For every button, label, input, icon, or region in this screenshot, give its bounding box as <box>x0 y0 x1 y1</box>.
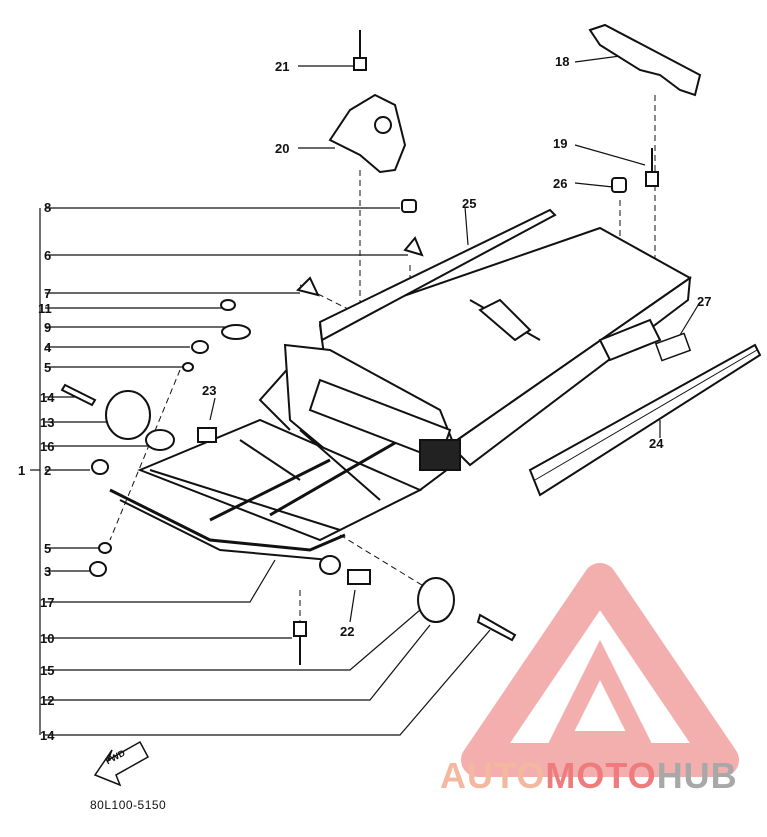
callout-22: 22 <box>340 624 355 639</box>
callout-25: 25 <box>462 196 477 211</box>
callout-8: 8 <box>44 200 52 215</box>
callout-10: 10 <box>40 631 55 646</box>
brand-moto: MOTO <box>545 755 657 796</box>
callout-2: 2 <box>44 463 52 478</box>
small-parts <box>60 30 659 665</box>
callout-21: 21 <box>275 59 290 74</box>
callout-24: 24 <box>649 436 664 451</box>
part-code: 80L100-5150 <box>90 798 167 812</box>
strip-25 <box>318 208 557 342</box>
callout-14a: 14 <box>40 390 55 405</box>
callout-19: 19 <box>553 136 568 151</box>
side-rail-24 <box>528 343 762 497</box>
callout-15: 15 <box>40 663 55 678</box>
callout-6: 6 <box>44 248 52 263</box>
callout-26: 26 <box>553 176 568 191</box>
callout-11: 11 <box>38 301 52 316</box>
callout-4: 4 <box>44 340 52 355</box>
callout-3: 3 <box>44 564 52 579</box>
chassis-frame <box>109 226 692 561</box>
callout-27: 27 <box>697 294 712 309</box>
bracket-18 <box>588 23 702 97</box>
brand-hub: HUB <box>656 755 738 796</box>
bracket-20 <box>328 93 407 174</box>
callout-5a: 5 <box>44 360 52 375</box>
brand-auto: AUTO <box>440 755 546 796</box>
callout-9: 9 <box>44 320 52 335</box>
leader-lines <box>30 51 701 736</box>
callout-17: 17 <box>40 595 55 610</box>
callout-16: 16 <box>40 439 55 454</box>
callout-13: 13 <box>40 415 55 430</box>
callout-23: 23 <box>202 383 217 398</box>
watermark-brand: AUTOMOTOHUB <box>440 755 738 797</box>
fwd-arrow-icon <box>93 740 150 787</box>
callout-7: 7 <box>44 286 52 301</box>
callout-12: 12 <box>40 693 55 708</box>
decal-27 <box>654 332 692 362</box>
watermark-logo-icon <box>461 563 739 777</box>
callout-14b: 14 <box>40 728 55 743</box>
callout-1: 1 <box>18 463 26 478</box>
callout-18: 18 <box>555 54 570 69</box>
callout-5b: 5 <box>44 541 52 556</box>
callout-20: 20 <box>275 141 290 156</box>
